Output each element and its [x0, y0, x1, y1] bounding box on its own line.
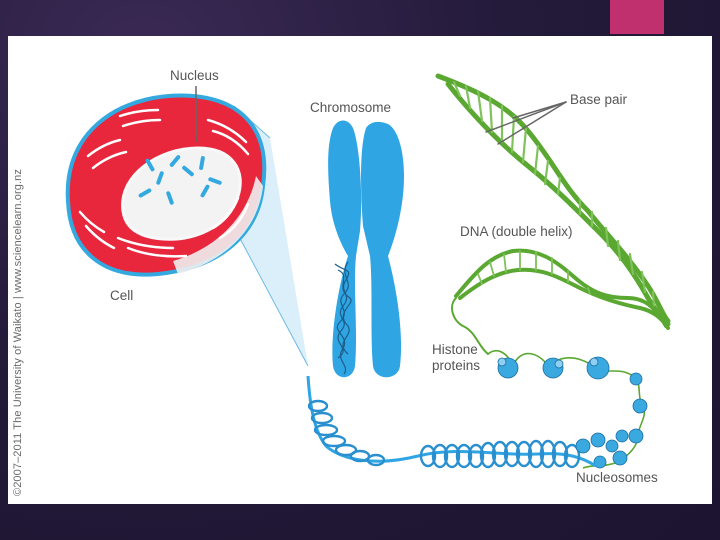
dna-double-helix	[435, 73, 671, 327]
histone-label-line1: Histone	[432, 342, 478, 357]
accent-tab	[610, 0, 664, 34]
chromosome-illustration	[328, 120, 404, 378]
dna-label: DNA (double helix)	[460, 224, 573, 239]
chromosome-diagram	[65, 73, 671, 469]
nucleus-label: Nucleus	[170, 68, 219, 83]
cell-label: Cell	[110, 288, 134, 303]
base-pair-label: Base pair	[570, 92, 628, 107]
slide-canvas: Nucleus Chromosome Base pair Cell DNA (d…	[8, 36, 712, 504]
dna-coiled-strand	[451, 248, 670, 355]
histone-protein-cluster	[497, 356, 648, 469]
nucleosomes-label: Nucleosomes	[576, 470, 658, 485]
histone-label-line2: proteins	[432, 358, 481, 373]
chromatin-fiber	[306, 375, 629, 469]
copyright-credit: ©2007–2011 The University of Waikato | w…	[12, 169, 24, 496]
cell-illustration	[65, 86, 267, 277]
chromosome-label: Chromosome	[310, 100, 392, 115]
